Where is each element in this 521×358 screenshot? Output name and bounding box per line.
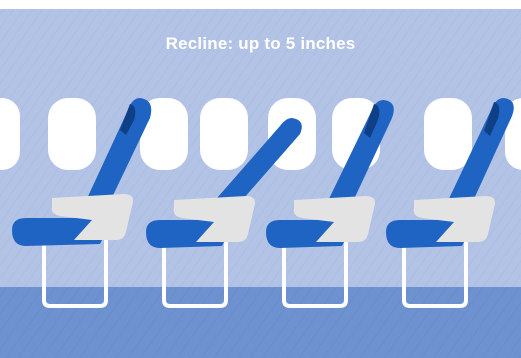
window <box>200 98 248 170</box>
window <box>0 98 20 170</box>
window <box>424 98 472 170</box>
headline: Recline: up to 5 inches <box>0 34 521 54</box>
window <box>48 98 96 170</box>
cabin-floor <box>0 287 521 358</box>
top-strip <box>0 0 521 9</box>
